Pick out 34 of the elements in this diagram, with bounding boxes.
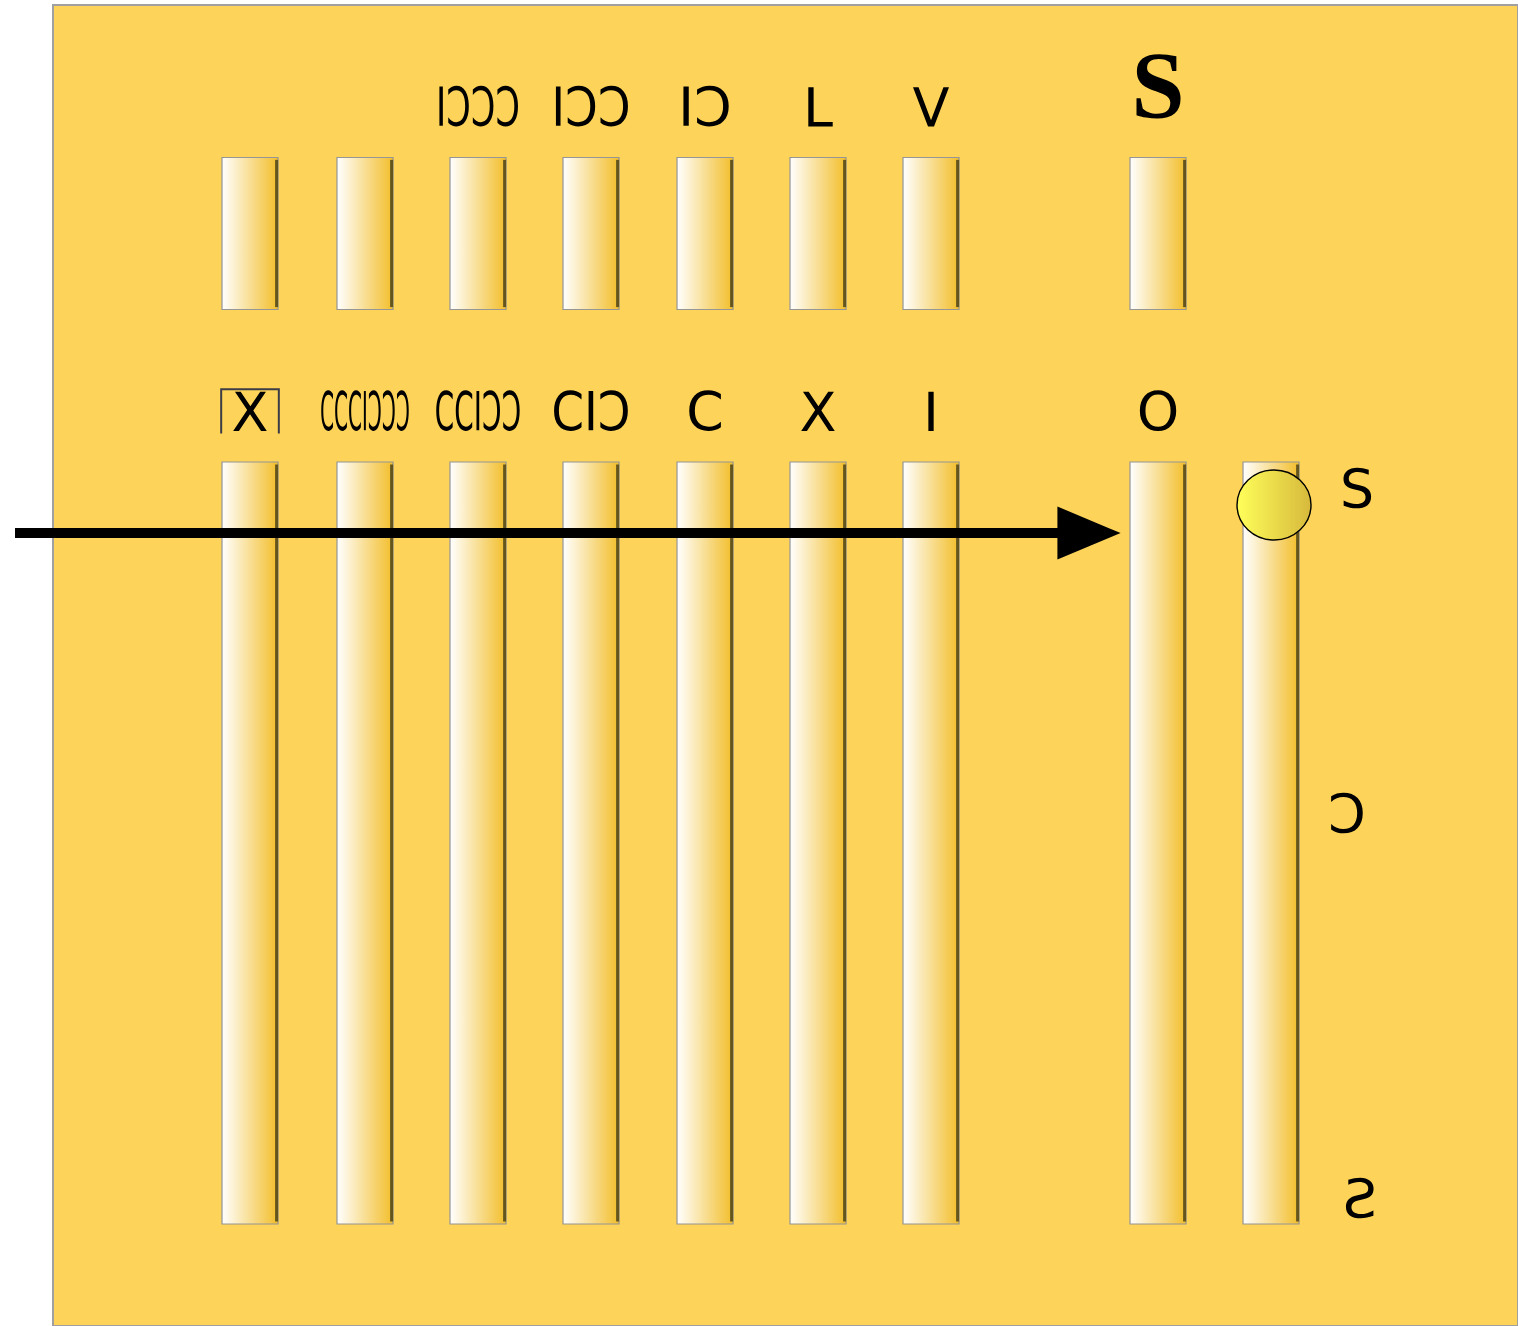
- labeled-slot: CCCIↃↃↃ: [321, 390, 409, 1225]
- labeled-slot: S: [1129, 54, 1187, 311]
- node-label: Ƨ: [1345, 1177, 1374, 1219]
- node-label: S: [1136, 54, 1181, 119]
- labeled-slot: CIↃ: [554, 390, 628, 1225]
- node-label: O: [1139, 390, 1177, 431]
- node-label: L: [808, 87, 833, 127]
- labeled-slot: S Ↄ Ƨ: [1242, 461, 1374, 1225]
- labeled-slot: CCIↃↃ: [436, 390, 520, 1225]
- labeled-slot: IↃↃ: [555, 85, 628, 311]
- node-label: S: [1343, 467, 1372, 509]
- labeled-slot: V: [902, 87, 960, 311]
- node-label: Ↄ: [1331, 792, 1363, 834]
- node-label: IↃↃ: [555, 85, 628, 127]
- labeled-slot: X: [789, 391, 847, 1225]
- node-label: IↃↃↃ: [439, 85, 518, 127]
- node-label: X: [233, 391, 267, 431]
- labeled-slot: IↃ: [676, 85, 734, 311]
- slot: [336, 156, 394, 311]
- node-label: CIↃ: [554, 390, 628, 431]
- labeled-slot: L: [789, 87, 847, 311]
- labeled-slot: O: [1129, 390, 1187, 1225]
- slot: [221, 156, 279, 311]
- node-label: V: [913, 87, 949, 127]
- node-label: C: [689, 390, 721, 431]
- labeled-slot: I: [902, 391, 960, 1225]
- node-label: I: [928, 391, 934, 431]
- labeled-slot: X: [220, 388, 280, 1225]
- labeled-slot: C: [676, 390, 734, 1225]
- labeled-slot: IↃↃↃ: [439, 85, 518, 311]
- node-label: CCCIↃↃↃ: [321, 390, 409, 431]
- node-label: CCIↃↃ: [436, 390, 520, 431]
- node-label: IↃ: [683, 85, 729, 127]
- node-label: X: [801, 391, 835, 431]
